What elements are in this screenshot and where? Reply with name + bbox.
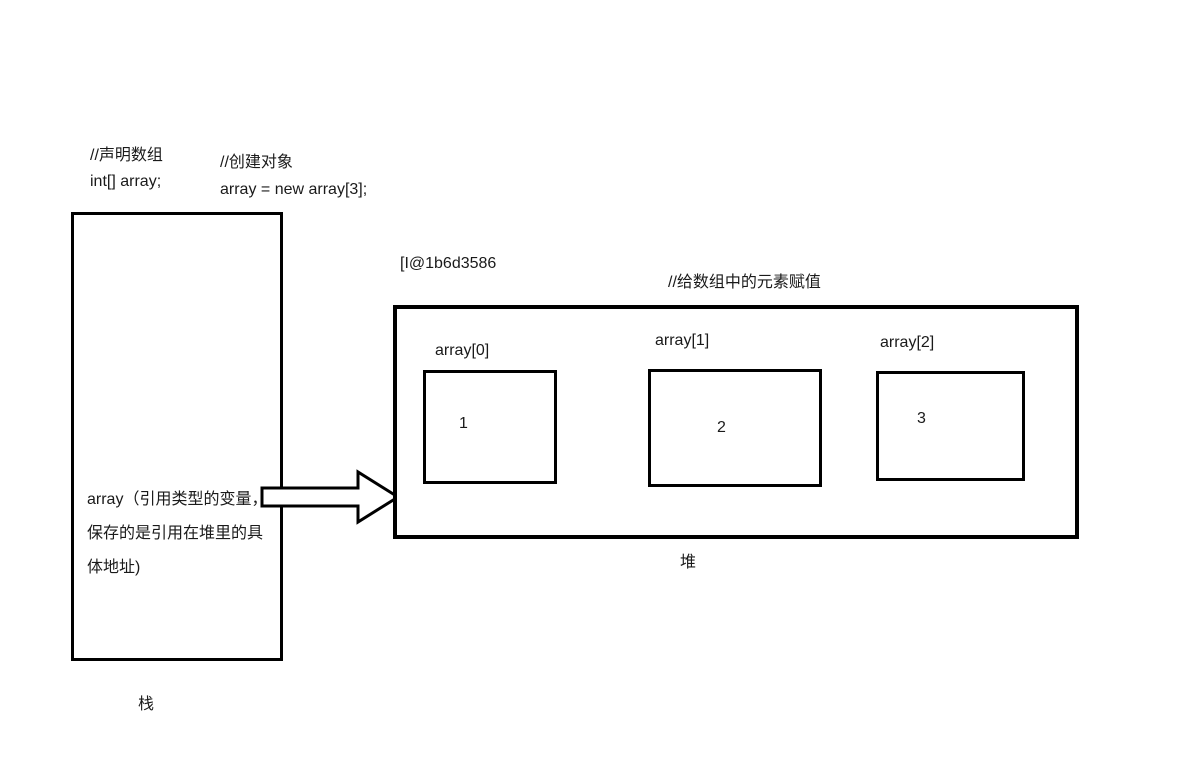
array-element-value: 2 (717, 419, 726, 436)
array-element-label: array[2] (880, 334, 935, 351)
stack-to-heap-arrow (260, 469, 401, 525)
array-element-box: 2 (648, 369, 822, 487)
heap-address-text: [I@1b6d3586 (400, 255, 497, 272)
array-element-value: 3 (917, 410, 926, 427)
array-element-box: 3 (876, 371, 1025, 481)
stack-box: array（引用类型的变量，保存的是引用在堆里的具体地址) (71, 212, 283, 661)
declare-array-comment: //声明数组 (90, 147, 163, 164)
array-element-box: 1 (423, 370, 557, 484)
array-element-value: 1 (459, 415, 468, 432)
assign-elements-comment: //给数组中的元素赋值 (668, 274, 821, 291)
create-object-comment: //创建对象 (220, 154, 293, 171)
heap-label: 堆 (680, 554, 697, 571)
array-element-label: array[0] (435, 342, 490, 359)
stack-label: 栈 (138, 696, 155, 713)
declare-array-code: int[] array; (90, 173, 162, 190)
array-element-label: array[1] (655, 332, 710, 349)
stack-variable-description: array（引用类型的变量，保存的是引用在堆里的具体地址) (87, 491, 268, 576)
create-object-code: array = new array[3]; (220, 181, 368, 198)
